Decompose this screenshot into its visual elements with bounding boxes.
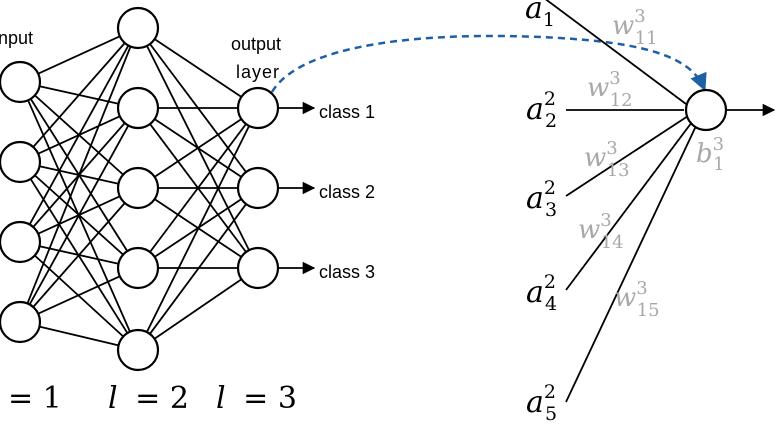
input-line-4 [565,121,693,291]
edge-l1-4-to-3 [32,202,126,308]
output-layer-label-line1: output [231,34,281,54]
hidden-node-2 [116,86,160,130]
layer-2-lhs: l [108,381,118,416]
edge-l1-3-to-1 [28,45,130,225]
edge-l1-4-to-2 [28,125,130,305]
edge-l2-5-to-2 [149,203,247,335]
class-2-label: class 2 [319,182,375,202]
edge-l1-4-to-4 [37,275,121,315]
network-connections [26,35,250,347]
layer-2-eq: = 2 [135,381,189,416]
edge-l2-3-to-1 [154,118,242,178]
class-3-label: class 3 [319,262,375,282]
input-node-2 [0,140,42,184]
network-nodes [0,6,280,372]
input-node-4 [0,300,42,344]
edge-l2-5-to-1 [146,125,250,333]
class-1-label: class 1 [319,102,375,122]
layer-1-eq: = 1 [8,381,62,416]
zoom-connector-arrow [270,34,707,93]
layer-2-caption: l = 2 [108,381,189,416]
layer-1-caption: = 1 [8,381,62,416]
edge-l1-4-to-5 [39,325,119,347]
layer-3-eq: = 3 [243,381,297,416]
edge-l1-3-to-5 [34,254,124,338]
hidden-node-3 [116,166,160,210]
input-node-3 [0,220,42,264]
layer-3-lhs: l [216,381,226,416]
output-node-1 [236,86,280,130]
input-layer-label: nput [0,28,33,48]
edge-l2-5-to-3 [154,278,242,340]
output-layer-label-line2: layer [236,62,280,82]
input-line-3 [565,115,689,197]
target-neuron [684,88,728,132]
output-node-3 [236,246,280,290]
hidden-node-1 [116,6,160,50]
edge-l1-1-to-1 [37,35,121,75]
edge-l2-4-to-1 [149,123,247,253]
edge-l2-1-to-1 [154,38,242,98]
input-node-1 [0,60,42,104]
edge-l1-2-to-1 [32,42,126,148]
edge-l1-4-to-1 [26,46,132,304]
input-line-1 [545,0,687,105]
output-node-2 [236,166,280,210]
layer-3-caption: l = 3 [216,381,297,416]
input-line-5 [565,125,697,403]
hidden-node-5 [116,328,160,372]
input-a1: a1 [525,0,555,31]
hidden-node-4 [116,246,160,290]
